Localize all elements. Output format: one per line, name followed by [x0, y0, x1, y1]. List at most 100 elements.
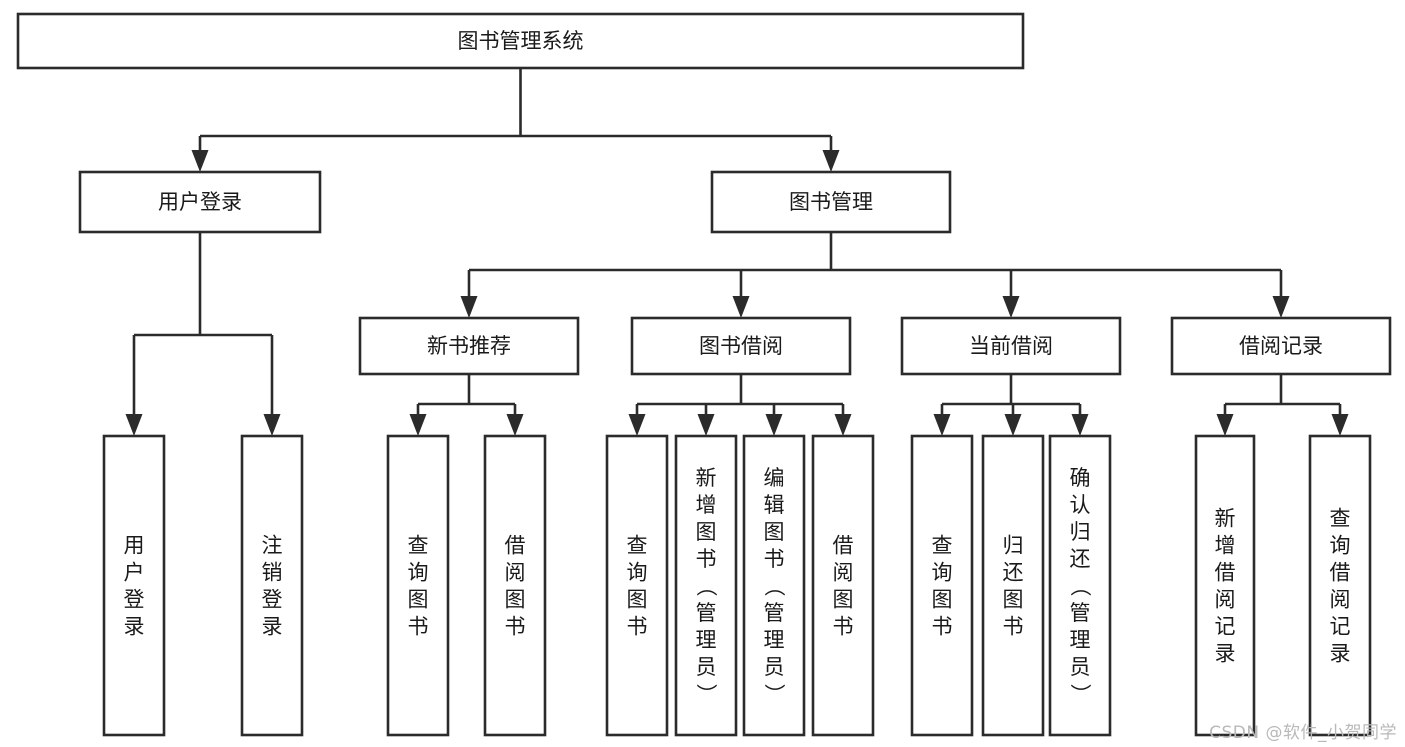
node-label-char: （ — [1068, 576, 1092, 597]
node-label-char: 管 — [696, 601, 717, 625]
node-box[interactable] — [1048, 434, 1112, 737]
arrow-head-icon — [1272, 296, 1290, 318]
arrow-head-icon — [628, 414, 646, 436]
node-label-char: 书 — [408, 615, 429, 639]
arrow-head-icon — [1071, 414, 1089, 436]
node-label-char: 记 — [1215, 615, 1236, 639]
node-label-char: 确 — [1070, 466, 1091, 490]
node-label-char: 借 — [1215, 561, 1236, 585]
node-box[interactable] — [900, 316, 1122, 376]
node-label-char: 户 — [124, 561, 145, 585]
node-box[interactable] — [358, 316, 580, 376]
node-layer: 图书管理系统用户登录图书管理新书推荐图书借阅当前借阅借阅记录用户登录注销登录查询… — [16, 12, 1392, 737]
node-label-char: 图 — [408, 588, 429, 612]
node-l_user_login[interactable]: 用户登录 — [102, 434, 166, 737]
arrow-head-icon — [191, 150, 209, 172]
node-label-char: 增 — [696, 493, 717, 517]
node-label-char: 管 — [764, 601, 785, 625]
node-label-char: 书 — [1003, 615, 1024, 639]
node-label-char: 借 — [505, 534, 526, 558]
node-label-char: 书 — [696, 547, 717, 571]
node-label-char: 销 — [262, 561, 283, 585]
node-label-char: 理 — [764, 628, 785, 652]
node-box[interactable] — [811, 434, 875, 737]
node-box[interactable] — [102, 434, 166, 737]
node-box[interactable] — [240, 434, 304, 737]
node-label-char: 图 — [833, 588, 854, 612]
node-label-char: 阅 — [1215, 588, 1236, 612]
node-label-char: 员 — [696, 655, 717, 679]
node-box[interactable] — [16, 12, 1025, 70]
node-box[interactable] — [710, 170, 952, 234]
node-label-char: 新 — [696, 466, 717, 490]
node-label-char: 归 — [1070, 520, 1091, 544]
node-label-char: ） — [694, 684, 718, 705]
arrow-head-icon — [834, 414, 852, 436]
arrow-head-icon — [1331, 414, 1349, 436]
node-box[interactable] — [1170, 316, 1392, 376]
node-root[interactable]: 图书管理系统 — [16, 12, 1025, 70]
node-box[interactable] — [630, 316, 852, 376]
node-n_new_rec[interactable]: 新书推荐 — [358, 316, 580, 376]
node-label-char: 阅 — [1330, 588, 1351, 612]
node-label-char: 归 — [1003, 534, 1024, 558]
node-label-char: 借 — [833, 534, 854, 558]
node-label-char: 询 — [932, 561, 953, 585]
node-label-char: 图 — [696, 520, 717, 544]
node-box[interactable] — [78, 170, 322, 234]
node-box[interactable] — [605, 434, 669, 737]
node-label-char: 查 — [932, 534, 953, 558]
node-label-char: 借 — [1330, 561, 1351, 585]
node-box[interactable] — [386, 434, 450, 737]
node-label-char: 注 — [262, 534, 283, 558]
node-label-char: （ — [762, 576, 786, 597]
node-label-char: 增 — [1215, 534, 1236, 558]
node-label-char: 还 — [1003, 561, 1024, 585]
node-box[interactable] — [1308, 434, 1372, 737]
node-label-char: 员 — [1070, 655, 1091, 679]
arrow-head-icon — [125, 414, 143, 436]
node-label-char: 新 — [1215, 507, 1236, 531]
node-box[interactable] — [910, 434, 974, 737]
node-n_borrow[interactable]: 图书借阅 — [630, 316, 852, 376]
arrow-head-icon — [822, 150, 840, 172]
node-label-char: 员 — [764, 655, 785, 679]
arrow-head-icon — [1216, 414, 1234, 436]
node-label-char: 询 — [1330, 534, 1351, 558]
node-label-char: 录 — [124, 615, 145, 639]
arrow-head-icon — [1002, 296, 1020, 318]
node-box[interactable] — [483, 434, 547, 737]
node-n_user_login[interactable]: 用户登录 — [78, 170, 322, 234]
node-box[interactable] — [1194, 434, 1256, 737]
arrow-head-icon — [506, 414, 524, 436]
node-label: 图书借阅 — [699, 334, 783, 358]
node-label-char: 编 — [764, 466, 785, 490]
arrow-head-icon — [263, 414, 281, 436]
node-box[interactable] — [981, 434, 1045, 737]
node-label-char: 书 — [833, 615, 854, 639]
node-label-char: 还 — [1070, 547, 1091, 571]
node-label-char: 询 — [408, 561, 429, 585]
node-n_history[interactable]: 借阅记录 — [1170, 316, 1392, 376]
node-label-char: 阅 — [833, 561, 854, 585]
node-label: 用户登录 — [158, 190, 242, 214]
node-n_book_mgmt[interactable]: 图书管理 — [710, 170, 952, 234]
node-label: 新书推荐 — [427, 334, 511, 358]
node-n_current[interactable]: 当前借阅 — [900, 316, 1122, 376]
node-box[interactable] — [674, 434, 738, 737]
node-box[interactable] — [742, 434, 806, 737]
node-label-char: 管 — [1070, 601, 1091, 625]
